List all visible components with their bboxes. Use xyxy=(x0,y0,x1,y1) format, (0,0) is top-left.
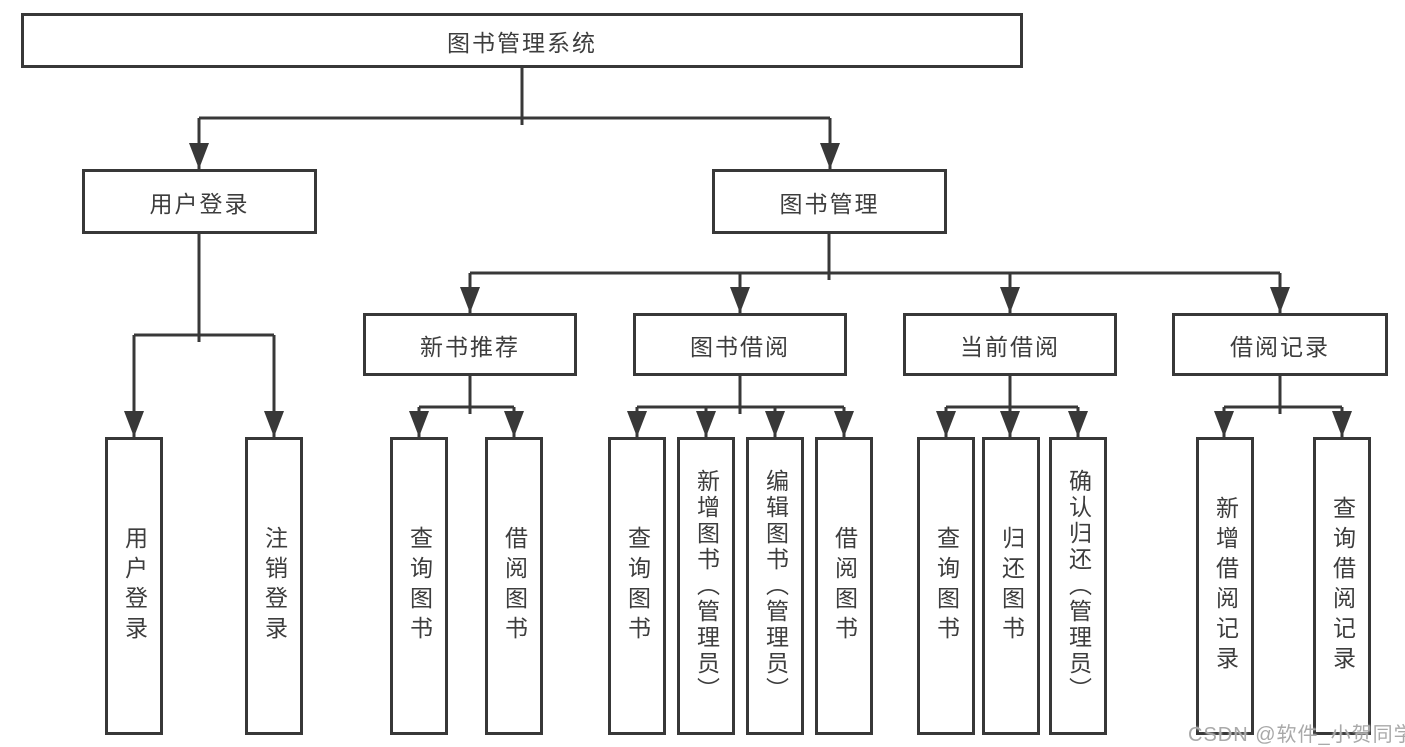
leaf-bb-borrow-book-label: 借阅图书 xyxy=(831,526,858,646)
leaf-br-add-record: 新增借阅记录 xyxy=(1196,437,1254,735)
node-book-borrow: 图书借阅 xyxy=(633,313,847,376)
leaf-bb-add-book-label: 新增图书（管理员） xyxy=(693,469,720,703)
node-root: 图书管理系统 xyxy=(21,13,1023,68)
leaf-logout: 注销登录 xyxy=(245,437,303,735)
node-borrow-record: 借阅记录 xyxy=(1172,313,1388,376)
leaf-bb-edit-book: 编辑图书（管理员） xyxy=(746,437,804,735)
leaf-nbr-borrow-book: 借阅图书 xyxy=(485,437,543,735)
csdn-watermark: CSDN @软件_小贺同学 xyxy=(1188,724,1405,746)
leaf-cb-confirm-return-label: 确认归还（管理员） xyxy=(1065,469,1092,703)
leaf-nbr-query-book-label: 查询图书 xyxy=(406,526,433,646)
leaf-user-login-label: 用户登录 xyxy=(121,526,148,646)
leaf-bb-borrow-book: 借阅图书 xyxy=(815,437,873,735)
leaf-cb-confirm-return: 确认归还（管理员） xyxy=(1049,437,1107,735)
node-new-book-rec: 新书推荐 xyxy=(363,313,577,376)
leaf-cb-query-book: 查询图书 xyxy=(917,437,975,735)
leaf-bb-query-book-label: 查询图书 xyxy=(624,526,651,646)
leaf-logout-label: 注销登录 xyxy=(261,526,288,646)
node-user-login: 用户登录 xyxy=(82,169,317,234)
leaf-nbr-borrow-book-label: 借阅图书 xyxy=(501,526,528,646)
leaf-cb-return-book-label: 归还图书 xyxy=(998,526,1025,646)
leaf-br-query-record-label: 查询借阅记录 xyxy=(1329,496,1356,676)
leaf-cb-query-book-label: 查询图书 xyxy=(933,526,960,646)
leaf-user-login: 用户登录 xyxy=(105,437,163,735)
node-book-mgmt: 图书管理 xyxy=(712,169,947,234)
leaf-cb-return-book: 归还图书 xyxy=(982,437,1040,735)
leaf-bb-query-book: 查询图书 xyxy=(608,437,666,735)
leaf-br-add-record-label: 新增借阅记录 xyxy=(1212,496,1239,676)
leaf-bb-edit-book-label: 编辑图书（管理员） xyxy=(762,469,789,703)
leaf-bb-add-book: 新增图书（管理员） xyxy=(677,437,735,735)
leaf-nbr-query-book: 查询图书 xyxy=(390,437,448,735)
leaf-br-query-record: 查询借阅记录 xyxy=(1313,437,1371,735)
node-current-borrow: 当前借阅 xyxy=(903,313,1117,376)
